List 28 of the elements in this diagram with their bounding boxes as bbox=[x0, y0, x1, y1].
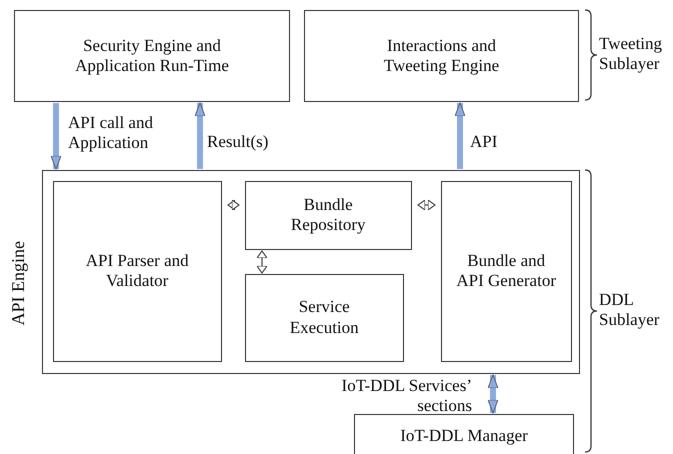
arrow bbox=[488, 374, 498, 414]
arrow bbox=[228, 200, 240, 210]
group-label: API Engine bbox=[8, 241, 29, 326]
box-label: Security Engine and Application Run-Time bbox=[74, 36, 230, 76]
process-box bbox=[244, 180, 412, 250]
box-label: Bundle and API Generator bbox=[455, 250, 557, 292]
layer-label: DDL Sublayer bbox=[599, 290, 660, 331]
process-box bbox=[14, 10, 290, 102]
edge-label: API bbox=[470, 132, 498, 152]
edge-label: IoT-DDL Services’ sections bbox=[340, 376, 472, 417]
box-label: API Parser and Validator bbox=[84, 250, 190, 292]
edge-label: API call and Application bbox=[68, 113, 154, 154]
layer-label: Tweeting Sublayer bbox=[599, 34, 664, 75]
arrow bbox=[454, 102, 466, 169]
arrow bbox=[194, 102, 206, 169]
arrow bbox=[418, 200, 436, 210]
arrow bbox=[50, 103, 62, 170]
process-box bbox=[304, 10, 579, 102]
box-label: IoT-DDL Manager bbox=[399, 426, 529, 446]
process-box bbox=[52, 180, 222, 362]
box-label: Interactions and Tweeting Engine bbox=[382, 36, 500, 76]
box-label: Bundle Repository bbox=[290, 194, 366, 236]
process-box bbox=[440, 180, 572, 362]
process-box bbox=[354, 414, 574, 454]
box-label: Service Execution bbox=[288, 297, 360, 338]
edge-label: Result(s) bbox=[207, 132, 270, 152]
arrow bbox=[256, 250, 268, 274]
process-box bbox=[244, 274, 404, 362]
